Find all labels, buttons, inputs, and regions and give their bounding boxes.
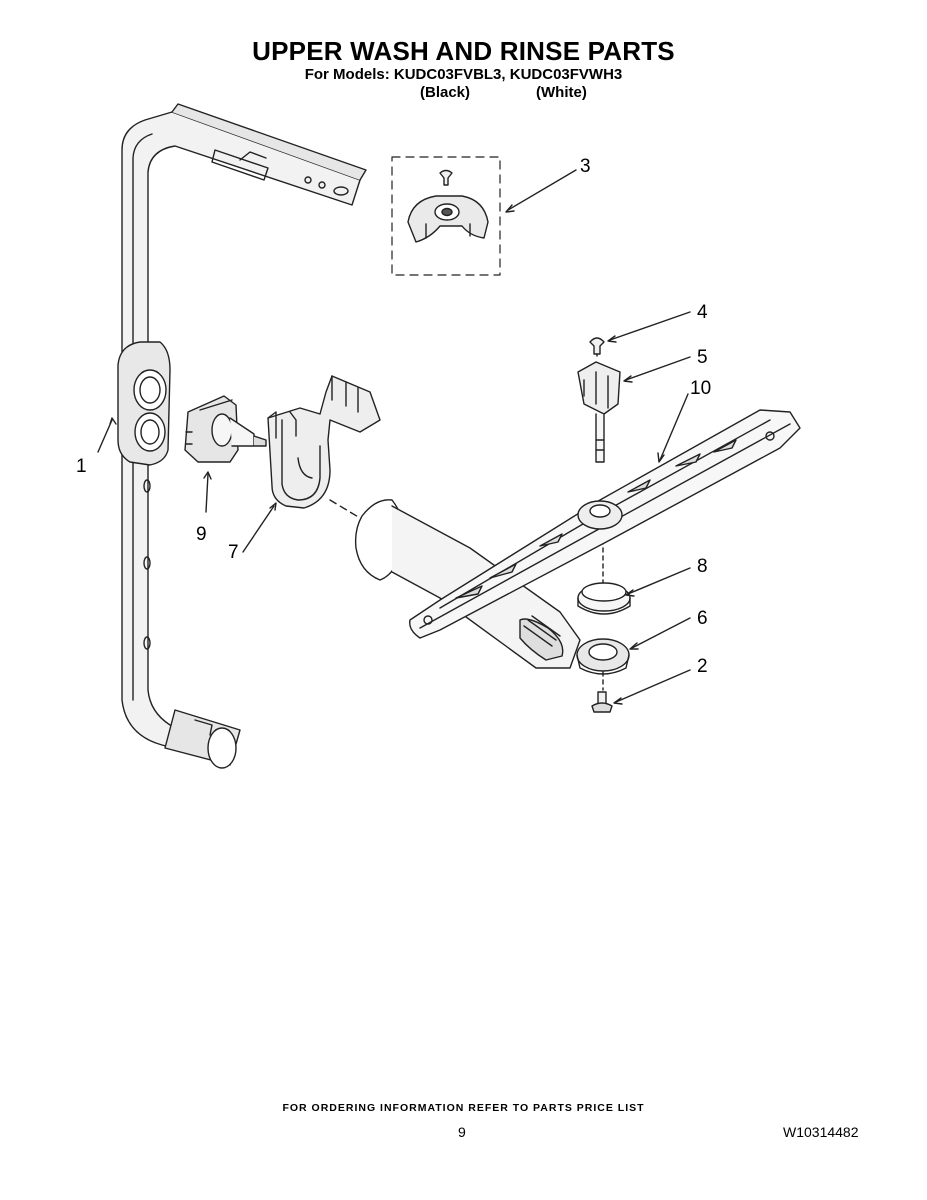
callout-10: 10 — [690, 378, 711, 399]
callout-3: 3 — [580, 156, 591, 177]
callout-5: 5 — [697, 347, 708, 368]
spray-arm-cover-part — [391, 156, 501, 276]
page-number: 9 — [458, 1124, 466, 1140]
callout-8: 8 — [697, 556, 708, 577]
retainer-ring-part — [577, 582, 631, 615]
variant-black-label: (Black) — [420, 84, 471, 101]
bottom-screw-part — [591, 691, 613, 713]
screw-part — [589, 337, 605, 355]
document-number: W10314482 — [783, 1124, 859, 1140]
clip-post-part — [577, 361, 621, 463]
callout-2: 2 — [697, 656, 708, 677]
bearing-part — [576, 638, 630, 675]
callout-6: 6 — [697, 608, 708, 629]
leader-lines — [97, 169, 691, 705]
nozzle-seal-part — [184, 395, 267, 463]
bracket-part — [267, 375, 381, 509]
callout-4: 4 — [697, 302, 708, 323]
variant-white-label: (White) — [536, 84, 587, 101]
callout-7: 7 — [228, 542, 239, 563]
spray-arm-part — [409, 409, 801, 639]
callout-1: 1 — [76, 456, 87, 477]
page-title: UPPER WASH AND RINSE PARTS — [252, 36, 675, 66]
ordering-note: FOR ORDERING INFORMATION REFER TO PARTS … — [282, 1102, 645, 1114]
supply-tube-part — [117, 103, 367, 769]
models-line: For Models: KUDC03FVBL3, KUDC03FVWH3 — [304, 66, 623, 83]
callout-9: 9 — [196, 524, 207, 545]
